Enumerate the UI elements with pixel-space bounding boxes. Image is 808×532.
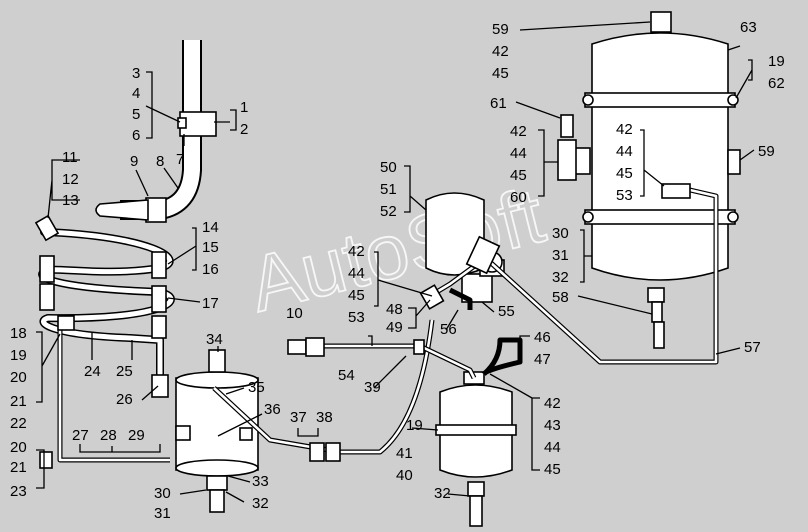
callout-45a: 45 [544,461,561,478]
pipework [212,183,719,462]
callout-41: 41 [396,445,413,462]
callout-44e: 44 [616,143,633,160]
callout-21: 21 [10,393,27,410]
callout-40: 40 [396,467,413,484]
main-air-receiver [557,11,741,349]
callout-19c: 19 [768,53,785,70]
callout-47: 47 [534,351,551,368]
callout-54: 54 [338,367,355,384]
callout-36: 36 [264,401,281,418]
callout-53b: 53 [348,309,365,326]
callout-45c: 45 [492,65,509,82]
callout-2: 2 [240,121,248,138]
callout-26: 26 [116,391,133,408]
callout-30c: 30 [552,225,569,242]
callout-48: 48 [386,301,403,318]
condensate-tank [435,371,517,527]
callout-45e: 45 [616,165,633,182]
callout-24: 24 [84,363,101,380]
callout-21b: 21 [10,459,27,476]
callout-5: 5 [132,106,140,123]
callout-63: 63 [740,19,757,36]
callout-49: 49 [386,319,403,336]
callout-46: 46 [534,329,551,346]
callout-58b: 58 [552,289,569,306]
callout-51: 51 [380,181,397,198]
callout-27: 27 [72,427,89,444]
callout-59b: 59 [758,143,775,160]
callout-29: 29 [128,427,145,444]
callout-20b: 20 [10,439,27,456]
callout-20: 20 [10,369,27,386]
callout-13: 13 [62,192,79,209]
oil-water-separator [175,349,259,513]
callout-42b: 42 [348,243,365,260]
callout-31: 31 [154,505,171,522]
callout-57: 57 [744,339,761,356]
callout-33: 33 [252,473,269,490]
callout-44a: 44 [544,439,561,456]
callout-23: 23 [10,483,27,500]
callout-43a: 43 [544,417,561,434]
callout-30: 30 [154,485,171,502]
callout-42a: 42 [544,395,561,412]
callout-labels: 3 4 5 6 1 2 7 8 9 11 12 13 14 15 16 17 1… [10,19,785,522]
callout-34: 34 [206,331,223,348]
callout-35: 35 [248,379,265,396]
callout-32c: 32 [434,485,451,502]
callout-19: 19 [10,347,27,364]
callout-50: 50 [380,159,397,176]
callout-45d: 45 [510,167,527,184]
callout-42c: 42 [492,43,509,60]
callout-10: 10 [286,305,303,322]
callout-55: 55 [498,303,515,320]
callout-56: 56 [440,321,457,338]
callout-25: 25 [116,363,133,380]
callout-19b: 19 [406,417,423,434]
callout-39: 39 [364,379,381,396]
callout-32d: 32 [552,269,569,286]
callout-42d: 42 [510,123,527,140]
callout-38: 38 [316,409,333,426]
callout-7: 7 [176,151,184,168]
callout-11: 11 [62,149,78,166]
callout-61: 61 [490,95,507,112]
callout-32: 32 [252,495,269,512]
callout-18: 18 [10,325,27,342]
callout-14: 14 [202,219,219,236]
callout-17: 17 [202,295,219,312]
callout-62: 62 [768,75,785,92]
callout-1: 1 [240,99,248,116]
callout-15: 15 [202,239,219,256]
callout-52: 52 [380,203,397,220]
callout-44d: 44 [510,145,527,162]
callout-44b: 44 [348,265,365,282]
callout-42e: 42 [616,121,633,138]
callout-31c: 31 [552,247,569,264]
callout-60: 60 [510,189,527,206]
callout-3: 3 [132,65,140,82]
callout-59a: 59 [492,21,509,38]
callout-12: 12 [62,171,79,188]
callout-28: 28 [100,427,117,444]
callout-53e: 53 [616,187,633,204]
callout-37: 37 [290,409,307,426]
callout-22: 22 [10,415,27,432]
leader-lines [36,21,755,503]
cooling-coil [34,214,175,469]
callout-9: 9 [130,153,138,170]
callout-4: 4 [132,85,140,102]
callout-45b: 45 [348,287,365,304]
outlet-elbow [95,40,217,223]
callout-16: 16 [202,261,219,278]
callout-8: 8 [156,153,164,170]
callout-6: 6 [132,127,140,144]
